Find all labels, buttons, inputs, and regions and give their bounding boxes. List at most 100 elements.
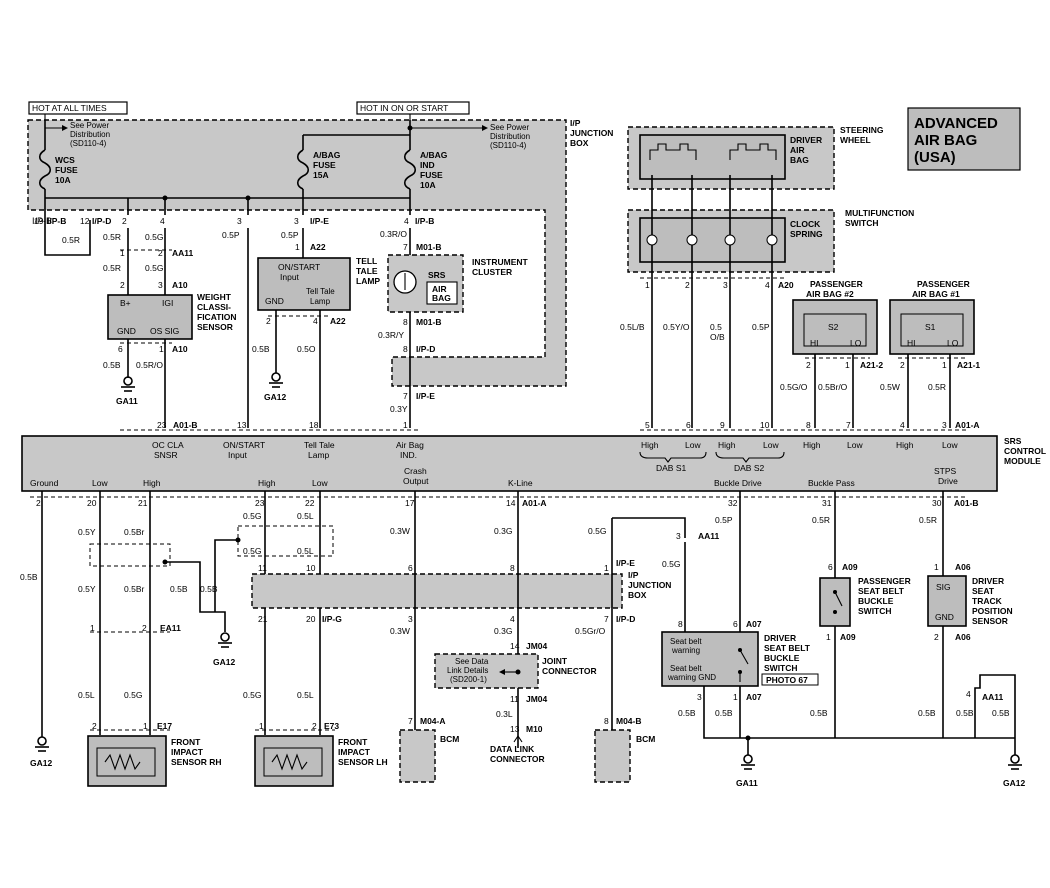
- svg-text:M04-B: M04-B: [616, 716, 642, 726]
- svg-text:AIR BAG #1: AIR BAG #1: [912, 289, 960, 299]
- svg-text:FUSE: FUSE: [55, 165, 78, 175]
- svg-text:IMPACT: IMPACT: [338, 747, 371, 757]
- svg-text:2: 2: [312, 721, 317, 731]
- svg-text:See Power: See Power: [70, 121, 109, 130]
- svg-text:TRACK: TRACK: [972, 596, 1003, 606]
- svg-text:0.5L: 0.5L: [297, 511, 314, 521]
- svg-text:7: 7: [403, 242, 408, 252]
- svg-text:0.5R: 0.5R: [812, 515, 830, 525]
- svg-text:7: 7: [604, 614, 609, 624]
- svg-text:Low: Low: [847, 440, 863, 450]
- svg-text:ADVANCED: ADVANCED: [914, 115, 998, 132]
- svg-text:0.5W: 0.5W: [880, 382, 900, 392]
- data-link-connector: DATA LINK CONNECTOR: [490, 735, 545, 764]
- svg-text:0.5G: 0.5G: [243, 511, 261, 521]
- svg-text:2: 2: [122, 216, 127, 226]
- svg-text:High: High: [718, 440, 736, 450]
- svg-text:CONNECTOR: CONNECTOR: [542, 666, 597, 676]
- svg-text:FUSE: FUSE: [313, 160, 336, 170]
- svg-text:A06: A06: [955, 632, 971, 642]
- svg-text:0.5P: 0.5P: [281, 230, 299, 240]
- svg-text:1: 1: [143, 721, 148, 731]
- svg-text:SEAT BELT: SEAT BELT: [764, 643, 811, 653]
- svg-text:Low: Low: [92, 478, 108, 488]
- svg-text:0.5R: 0.5R: [103, 263, 121, 273]
- svg-text:A07: A07: [746, 692, 762, 702]
- tell-tale-lamp: ON/START Input GND Tell Tale Lamp TELL T…: [257, 256, 380, 311]
- svg-text:8: 8: [510, 563, 515, 573]
- svg-text:JM04: JM04: [526, 641, 548, 651]
- svg-text:11: 11: [510, 694, 519, 704]
- svg-text:0.5B: 0.5B: [992, 708, 1010, 718]
- svg-text:0.5B: 0.5B: [678, 708, 696, 718]
- svg-text:AIR: AIR: [432, 284, 447, 294]
- ground-ga11-bottom: GA11: [736, 754, 758, 788]
- svg-text:SEAT: SEAT: [972, 586, 995, 596]
- svg-text:JUNCTION: JUNCTION: [628, 580, 671, 590]
- svg-text:S1: S1: [925, 322, 936, 332]
- svg-text:4: 4: [966, 689, 971, 699]
- svg-text:4: 4: [404, 216, 409, 226]
- svg-text:SENSOR: SENSOR: [972, 616, 1008, 626]
- svg-text:SIG: SIG: [936, 582, 951, 592]
- svg-text:0.3G: 0.3G: [494, 526, 512, 536]
- svg-text:Link Details: Link Details: [447, 666, 488, 675]
- ground-ga12-right: GA12: [1003, 754, 1025, 788]
- svg-text:1: 1: [259, 721, 264, 731]
- svg-text:0.5L: 0.5L: [297, 546, 314, 556]
- svg-text:DRIVER: DRIVER: [764, 633, 796, 643]
- svg-text:0.5Br/O: 0.5Br/O: [818, 382, 848, 392]
- svg-text:6: 6: [686, 420, 691, 430]
- svg-text:I/P: I/P: [628, 570, 639, 580]
- svg-text:A01-A: A01-A: [522, 498, 547, 508]
- svg-text:HI: HI: [907, 338, 916, 348]
- svg-text:AIR BAG #2: AIR BAG #2: [806, 289, 854, 299]
- svg-text:2: 2: [806, 360, 811, 370]
- svg-text:Seat belt: Seat belt: [670, 664, 702, 673]
- svg-text:1: 1: [90, 623, 95, 633]
- svg-text:I/P-D: I/P-D: [92, 216, 111, 226]
- svg-text:A21-1: A21-1: [957, 360, 980, 370]
- svg-text:High: High: [896, 440, 914, 450]
- svg-text:4: 4: [160, 216, 165, 226]
- svg-text:3: 3: [942, 420, 947, 430]
- svg-text:7: 7: [408, 716, 413, 726]
- svg-text:10: 10: [760, 420, 770, 430]
- svg-text:15A: 15A: [313, 170, 329, 180]
- svg-text:0.3Y: 0.3Y: [390, 404, 408, 414]
- svg-text:3: 3: [158, 280, 163, 290]
- svg-text:warning GND: warning GND: [667, 673, 716, 682]
- svg-text:ON/START: ON/START: [223, 440, 265, 450]
- svg-text:1: 1: [934, 562, 939, 572]
- svg-text:2: 2: [685, 280, 690, 290]
- front-impact-sensor-lh: FRONT IMPACT SENSOR LH: [254, 735, 388, 787]
- svg-text:0.5G: 0.5G: [124, 690, 142, 700]
- svg-text:1: 1: [159, 344, 164, 354]
- svg-text:30: 30: [932, 498, 942, 508]
- svg-text:High: High: [803, 440, 821, 450]
- svg-text:0.5R: 0.5R: [919, 515, 937, 525]
- svg-text:0.5L/B: 0.5L/B: [620, 322, 645, 332]
- svg-text:0.5B: 0.5B: [200, 584, 218, 594]
- svg-text:BAG: BAG: [790, 155, 809, 165]
- svg-text:0.5: 0.5: [710, 322, 722, 332]
- svg-text:Crash: Crash: [404, 466, 427, 476]
- hot-at-all-times-label: HOT AT ALL TIMES: [28, 101, 128, 120]
- svg-text:A09: A09: [840, 632, 856, 642]
- svg-text:CLASSI-: CLASSI-: [197, 302, 231, 312]
- svg-text:See Power: See Power: [490, 123, 529, 132]
- svg-text:31: 31: [822, 498, 832, 508]
- svg-text:AA11: AA11: [698, 531, 720, 541]
- svg-text:A01-A: A01-A: [955, 420, 980, 430]
- svg-text:M10: M10: [526, 724, 543, 734]
- svg-text:CONTROL: CONTROL: [1004, 446, 1046, 456]
- svg-text:0.3L: 0.3L: [496, 709, 513, 719]
- svg-text:4: 4: [510, 614, 515, 624]
- see-power-note-left: See Power Distribution (SD110-4): [45, 121, 110, 148]
- svg-text:3: 3: [294, 216, 299, 226]
- svg-text:0.5G: 0.5G: [145, 232, 163, 242]
- svg-text:SPRING: SPRING: [790, 229, 823, 239]
- svg-text:A10: A10: [172, 344, 188, 354]
- passenger-air-bag-1: PASSENGER AIR BAG #1 S1 HI LO: [889, 279, 975, 355]
